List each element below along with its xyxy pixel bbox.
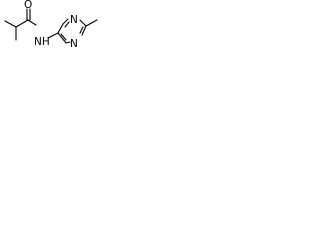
bond-ring-c5-c4 <box>57 23 64 34</box>
bond-ring-c4-n3 <box>62 18 69 25</box>
bond-nh-ring <box>47 32 59 39</box>
atom-label-ring-nitrogen-top: N <box>70 14 78 26</box>
chemical-structure-drawing: O NH N N <box>4 0 98 50</box>
atom-label-oxygen: O <box>24 0 32 11</box>
bond-isopropyl-carbonyl <box>15 19 29 28</box>
bond-ring-c2-n1 <box>81 25 87 36</box>
bond-methyl-upper <box>4 20 17 28</box>
bond-ring-inner-c6-c5 <box>60 33 67 41</box>
bond-ring-inner-c4-n3 <box>64 21 70 28</box>
bond-carbonyl-nh <box>27 19 37 26</box>
bond-ring-n3-c2 <box>79 19 87 27</box>
bond-ring-c6-c5 <box>57 32 67 44</box>
atom-label-amide-nh: NH <box>34 36 50 48</box>
bond-ring-n1-c6 <box>65 41 71 44</box>
bond-ring-inner-c2-n1 <box>79 26 84 34</box>
atom-label-ring-nitrogen-bottom: N <box>70 38 78 50</box>
bond-lines <box>4 8 98 44</box>
bond-ring-methyl <box>85 19 98 27</box>
